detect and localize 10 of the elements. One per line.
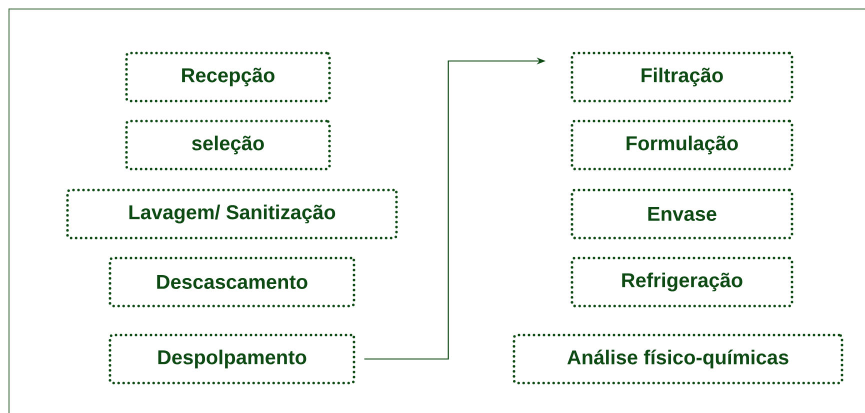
- process-box: Descascamento: [108, 256, 356, 308]
- process-box: Envase: [570, 188, 794, 240]
- process-box: Lavagem/ Sanitização: [66, 188, 398, 240]
- process-box: Análise físico-químicas: [512, 334, 844, 384]
- process-box: seleção: [125, 120, 331, 170]
- process-box: Formulação: [570, 120, 794, 170]
- process-box: Recepção: [125, 52, 331, 102]
- process-box: Refrigeração: [570, 256, 794, 308]
- process-box: Despolpamento: [108, 334, 356, 384]
- process-box: Filtração: [570, 52, 794, 102]
